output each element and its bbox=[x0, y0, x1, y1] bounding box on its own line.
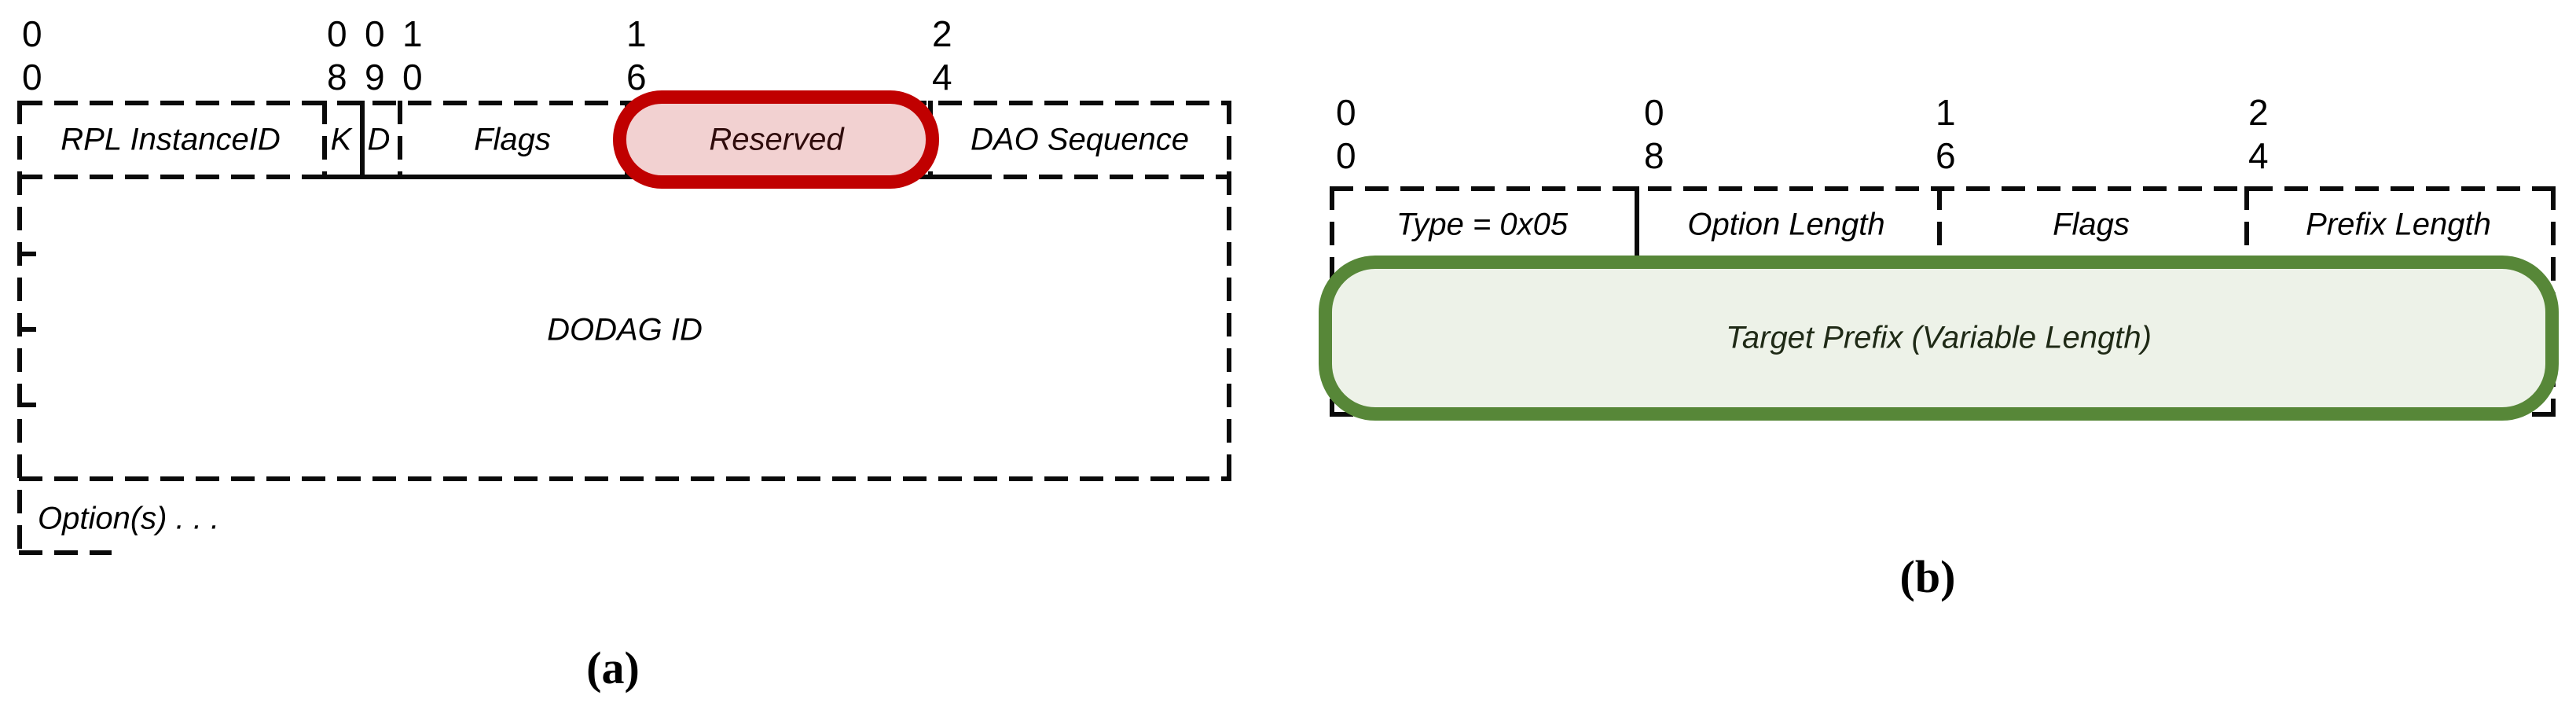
bit-label-9: 0 9 bbox=[365, 13, 385, 99]
bit-label-ones: 9 bbox=[365, 57, 385, 97]
field-flags-b: Flags bbox=[2053, 207, 2130, 242]
options-bottom-border bbox=[19, 550, 112, 555]
bit-label-tens: 1 bbox=[626, 13, 647, 54]
field-dao-sequence: DAO Sequence bbox=[971, 122, 1189, 157]
bit-label-0: 0 0 bbox=[22, 13, 42, 99]
panel-b-top-border bbox=[1330, 186, 2556, 191]
bit-label-tens: 2 bbox=[2248, 92, 2269, 133]
bit-label-tens: 0 bbox=[365, 13, 385, 54]
bit-label-tens: 1 bbox=[402, 13, 423, 54]
bit-label-ones: 0 bbox=[402, 57, 423, 97]
bit-label-tens: 0 bbox=[1644, 92, 1664, 133]
bit-label-8: 0 8 bbox=[1644, 91, 1664, 178]
panel-a-row1-bottom-dashed bbox=[19, 175, 322, 179]
bit-label-10: 1 0 bbox=[402, 13, 423, 99]
field-flags-a: Flags bbox=[474, 122, 551, 157]
bit-label-0: 0 0 bbox=[1336, 91, 1356, 178]
panel-a-right-border bbox=[1227, 101, 1231, 481]
field-dodag-id: DODAG ID bbox=[547, 312, 703, 347]
field-option-length: Option Length bbox=[1687, 207, 1885, 242]
bit-label-ones: 0 bbox=[1336, 135, 1356, 176]
bit-label-ones: 6 bbox=[626, 57, 647, 97]
bit-label-ones: 8 bbox=[327, 57, 347, 97]
field-prefix-length: Prefix Length bbox=[2306, 207, 2491, 242]
field-type: Type = 0x05 bbox=[1396, 207, 1569, 242]
bit-label-ones: 4 bbox=[932, 57, 952, 97]
bit-label-ones: 8 bbox=[1644, 135, 1664, 176]
row-tick-2 bbox=[19, 327, 36, 332]
dodag-id-bottom-border bbox=[19, 476, 1231, 481]
field-options: Option(s) . . . bbox=[38, 501, 220, 536]
field-rpl-instance-id: RPL InstanceID bbox=[61, 122, 281, 157]
panel-a-row1-bottom-dashed2 bbox=[968, 175, 1231, 179]
row-tick-1 bbox=[19, 252, 36, 256]
bit-label-tens: 0 bbox=[1336, 92, 1356, 133]
bit-label-24: 2 4 bbox=[2248, 91, 2269, 178]
bit-label-ones: 4 bbox=[2248, 135, 2269, 176]
field-reserved: Reserved bbox=[709, 122, 844, 157]
bit-label-ones: 0 bbox=[22, 57, 42, 97]
separator-flags-prefix bbox=[2244, 186, 2249, 264]
row-tick-3 bbox=[19, 403, 36, 407]
separator-length-flags bbox=[1937, 186, 1942, 264]
separator-k-d bbox=[360, 101, 365, 179]
panel-b-caption: (b) bbox=[1899, 551, 1956, 602]
target-prefix-highlight bbox=[1319, 256, 2559, 421]
panel-a-caption: (a) bbox=[586, 642, 640, 693]
bit-label-tens: 2 bbox=[932, 13, 952, 54]
bit-label-16: 1 6 bbox=[1936, 91, 1956, 178]
bit-label-16: 1 6 bbox=[626, 13, 647, 99]
bit-label-tens: 1 bbox=[1936, 92, 1956, 133]
separator-type-length bbox=[1635, 186, 1639, 264]
bit-label-ones: 6 bbox=[1936, 135, 1956, 176]
field-k-flag: K bbox=[330, 122, 352, 157]
separator-bit10 bbox=[398, 101, 402, 179]
bit-label-24: 2 4 bbox=[932, 13, 952, 99]
bit-label-tens: 0 bbox=[327, 13, 347, 54]
separator-bit8 bbox=[322, 101, 327, 179]
bit-label-8: 0 8 bbox=[327, 13, 347, 99]
bit-label-tens: 0 bbox=[22, 13, 42, 54]
field-d-flag: D bbox=[367, 122, 391, 157]
field-target-prefix: Target Prefix (Variable Length) bbox=[1726, 320, 2152, 355]
